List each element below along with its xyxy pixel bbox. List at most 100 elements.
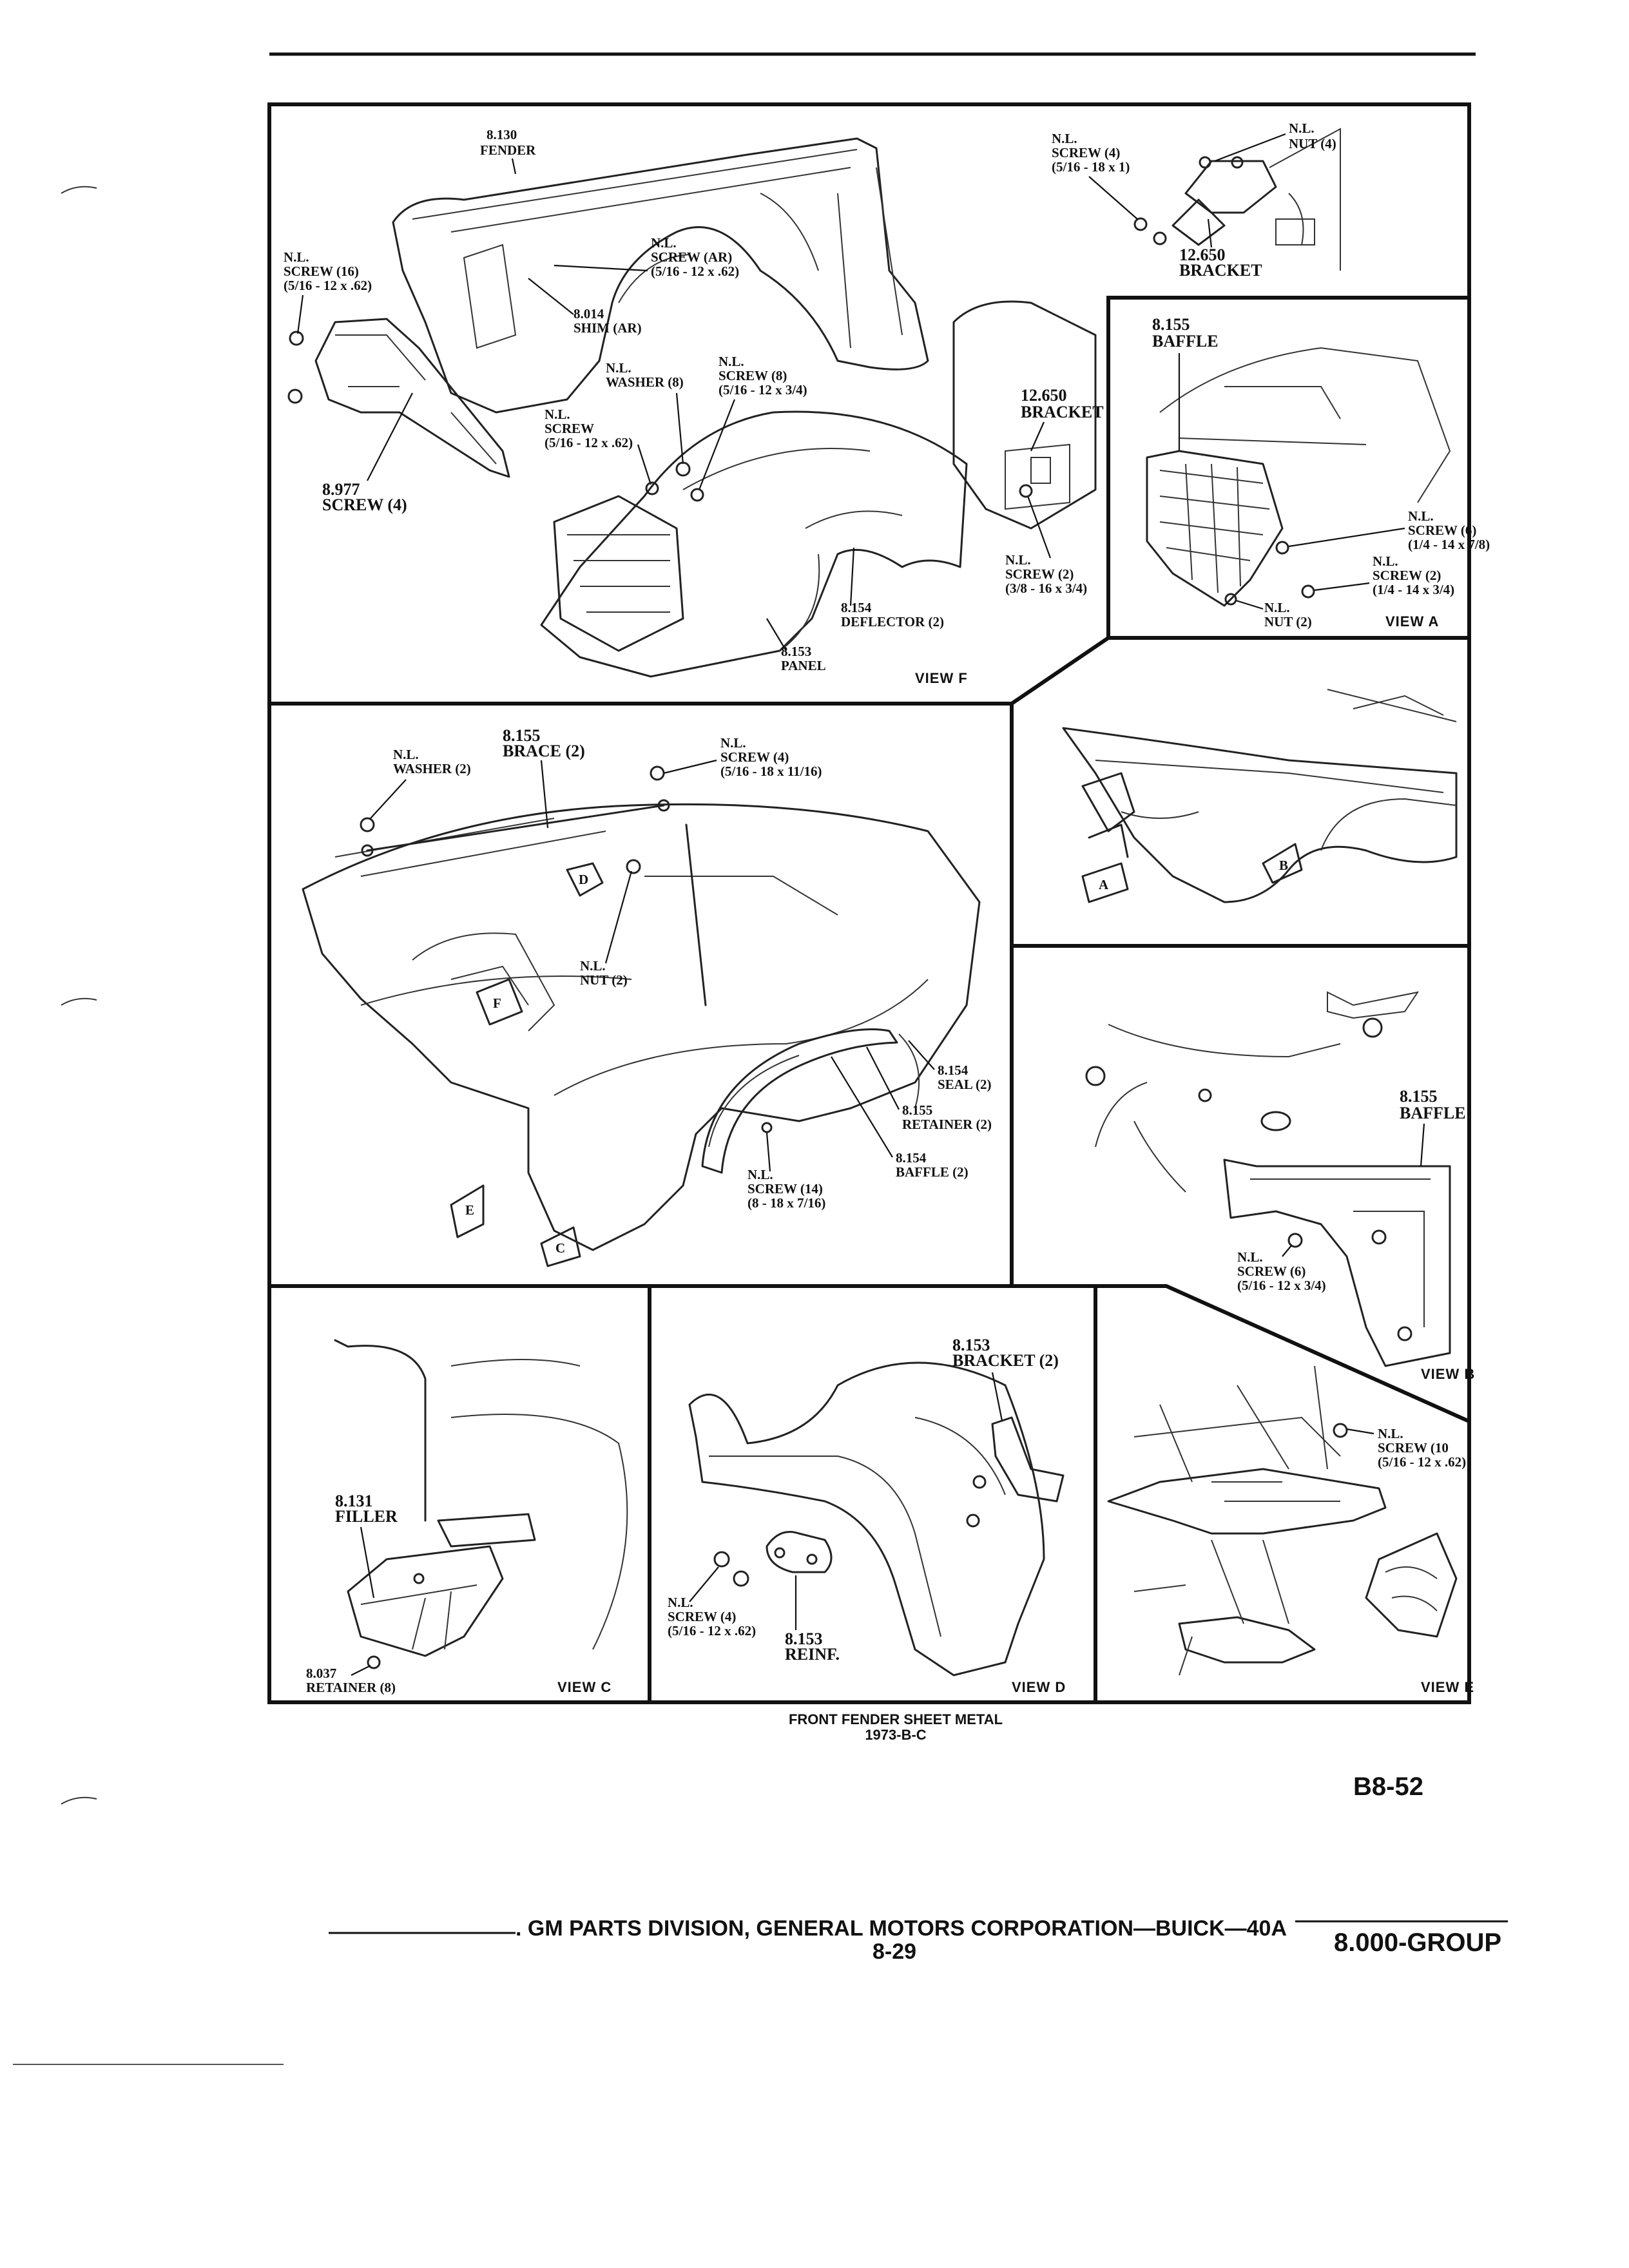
view-e-panel: N.L. SCREW (10 (5/16 - 12 x .62) VIEW E [1107, 1365, 1474, 1695]
middle-right-panel: A B [1062, 689, 1458, 903]
va-nut-nl: N.L. [1264, 600, 1290, 615]
vd-reinf-num: 8.153 [785, 1629, 823, 1648]
margin-mark [61, 186, 97, 194]
tr-bracket-num: 12.650 [1179, 245, 1226, 264]
shim-num: 8.014 [574, 306, 604, 322]
panel-name: PANEL [781, 658, 826, 673]
view-f-label: VIEW F [915, 670, 968, 686]
baffle-drawing [1146, 450, 1284, 607]
va-nut-name: NUT (2) [1264, 614, 1312, 629]
vb-baffle-name: BAFFLE [1400, 1104, 1466, 1122]
fender-front-drawing [1062, 727, 1458, 903]
arrow-e-label: E [465, 1202, 474, 1218]
view-a-label: VIEW A [1385, 613, 1439, 629]
group-label: 8.000-GROUP [1334, 1928, 1501, 1957]
view-e-label: VIEW E [1421, 1679, 1474, 1695]
screw2-nl: N.L. [1005, 552, 1031, 568]
vc-retainer-num: 8.037 [306, 1666, 336, 1681]
view-arrow-markers: D F E C [450, 862, 604, 1267]
arrow-b-label: B [1279, 858, 1288, 873]
view-a-panel: 8.155 BAFFLE N.L. SCREW (6) (1/4 - 14 x … [1146, 315, 1490, 629]
arrow-d-label: D [579, 872, 588, 887]
panel-num: 8.153 [781, 644, 811, 659]
va-screw6-nl: N.L. [1408, 508, 1434, 524]
ml-washer-nl: N.L. [393, 747, 419, 762]
screw2-size: (3/8 - 16 x 3/4) [1005, 581, 1087, 596]
va-baffle-num: 8.155 [1152, 315, 1190, 334]
vb-screw-size: (5/16 - 12 x 3/4) [1237, 1278, 1326, 1293]
middle-left-panel: D F E C N.L. WASHER (2) 8.155 BRACE (2) … [302, 726, 992, 1267]
fender-drawing [392, 137, 929, 414]
view-f-panel: 8.130 FENDER N.L. SCREW (16) (5/16 - 12 … [284, 127, 1104, 686]
view-b-panel: 8.155 BAFFLE N.L. SCREW (6) (5/16 - 12 x… [1085, 991, 1475, 1382]
diagram-frame [267, 102, 1471, 1704]
screw16-size: (5/16 - 12 x .62) [284, 278, 372, 293]
vb-screw-nl: N.L. [1237, 1249, 1263, 1265]
screw-nl: N.L. [545, 407, 570, 422]
screw8-nl: N.L. [718, 354, 744, 369]
screwar-size: (5/16 - 12 x .62) [651, 264, 739, 279]
va-screw2-name: SCREW (2) [1373, 568, 1441, 583]
bracket-12650-drawing [952, 300, 1097, 530]
tr-nut-nl: N.L. [1289, 120, 1315, 136]
screw8-size: (5/16 - 12 x 3/4) [718, 382, 807, 398]
wheelhouse-drawing [688, 1361, 1045, 1677]
bracket-name: BRACKET [1021, 403, 1104, 421]
washer-nl: N.L. [606, 360, 631, 376]
va-screw6-name: SCREW (6) [1408, 523, 1476, 538]
ve-screw-name: SCREW (10 [1378, 1440, 1449, 1456]
screw4-name: SCREW (4) [322, 495, 407, 514]
brace-drawing [366, 804, 707, 1006]
vd-screw-name: SCREW (4) [668, 1609, 736, 1624]
ml-baffle-num: 8.154 [896, 1150, 927, 1166]
vc-filler-num: 8.131 [335, 1492, 373, 1510]
tr-screw-size: (5/16 - 18 x 1) [1052, 159, 1130, 175]
page-number: 8-29 [872, 1939, 916, 1964]
view-b-label: VIEW B [1421, 1366, 1475, 1382]
filler-drawing [347, 1545, 504, 1657]
vc-filler-name: FILLER [335, 1507, 398, 1526]
inner-panel-drawing [540, 410, 968, 678]
fender-baffle-arc-drawing [701, 1028, 898, 1174]
va-baffle-name: BAFFLE [1152, 332, 1219, 351]
ml-seal-num: 8.154 [938, 1062, 969, 1078]
figure-caption: FRONT FENDER SHEET METAL [789, 1711, 1003, 1727]
screw4-num: 8.977 [322, 480, 360, 499]
vc-retainer-name: RETAINER (8) [306, 1680, 396, 1695]
margin-mark [61, 997, 97, 1006]
ml-brace-name: BRACE (2) [503, 742, 585, 760]
ml-screw14-name: SCREW (14) [747, 1181, 823, 1196]
fender-callout-name: FENDER [480, 142, 536, 158]
screw-name: SCREW [545, 421, 594, 436]
arrow-f-label: F [493, 995, 501, 1011]
arrow-a-label: A [1099, 877, 1109, 892]
va-screw2-nl: N.L. [1373, 553, 1398, 569]
ml-seal-name: SEAL (2) [938, 1077, 991, 1092]
ml-brace-num: 8.155 [503, 726, 541, 745]
shim-name: SHIM (AR) [574, 320, 642, 336]
deflector-name: DEFLECTOR (2) [841, 614, 944, 629]
deflector-num: 8.154 [841, 600, 872, 615]
baffle-b-drawing [1223, 1158, 1451, 1367]
screwar-name: SCREW (AR) [651, 249, 732, 265]
vb-baffle-num: 8.155 [1400, 1087, 1438, 1106]
vd-screw-size: (5/16 - 12 x .62) [668, 1623, 756, 1639]
view-d-label: VIEW D [1012, 1679, 1066, 1695]
view-c-label: VIEW C [557, 1679, 612, 1695]
vd-screw-nl: N.L. [668, 1595, 693, 1610]
screw8-name: SCREW (8) [718, 368, 787, 383]
ml-screw-nl: N.L. [720, 735, 746, 751]
top-right-detail: N.L. SCREW (4) (5/16 - 18 x 1) N.L. NUT … [1052, 120, 1341, 280]
figure-year: 1973-B-C [865, 1727, 926, 1743]
view-c-panel: 8.131 FILLER 8.037 RETAINER (8) VIEW C [306, 1339, 628, 1695]
ve-screw-nl: N.L. [1378, 1426, 1403, 1441]
vd-bracket-num: 8.153 [952, 1336, 990, 1354]
vb-screw-name: SCREW (6) [1237, 1264, 1306, 1279]
screw-size: (5/16 - 12 x .62) [545, 435, 633, 450]
vd-bracket-name: BRACKET (2) [952, 1351, 1059, 1370]
screw16-nl: N.L. [284, 249, 309, 265]
ml-retainer-num: 8.155 [902, 1102, 932, 1118]
ml-screw14-nl: N.L. [747, 1167, 773, 1182]
radiator-support-drawing [314, 318, 510, 478]
